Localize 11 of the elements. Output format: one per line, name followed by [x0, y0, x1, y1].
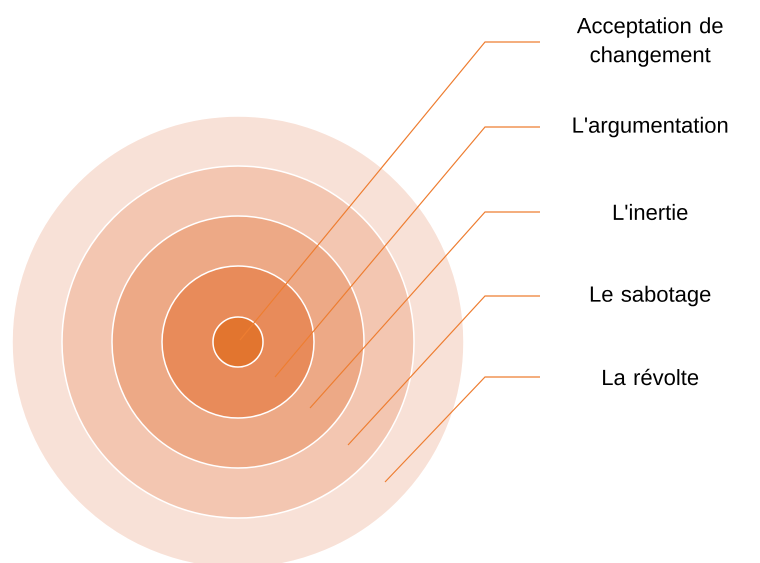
leader-line: [348, 295, 540, 446]
ring: [212, 316, 264, 368]
leader-line: [274, 126, 540, 378]
leader-line: [310, 211, 540, 408]
label-text: L'argumentation: [573, 116, 728, 138]
leader-line: [384, 376, 540, 482]
label-text: L'inertie: [614, 204, 688, 220]
label-text: La révolte: [603, 368, 698, 386]
leader-line: [240, 41, 540, 340]
label-text: Acceptation de changement: [576, 17, 723, 67]
label-text: Le sabotage: [590, 286, 710, 306]
